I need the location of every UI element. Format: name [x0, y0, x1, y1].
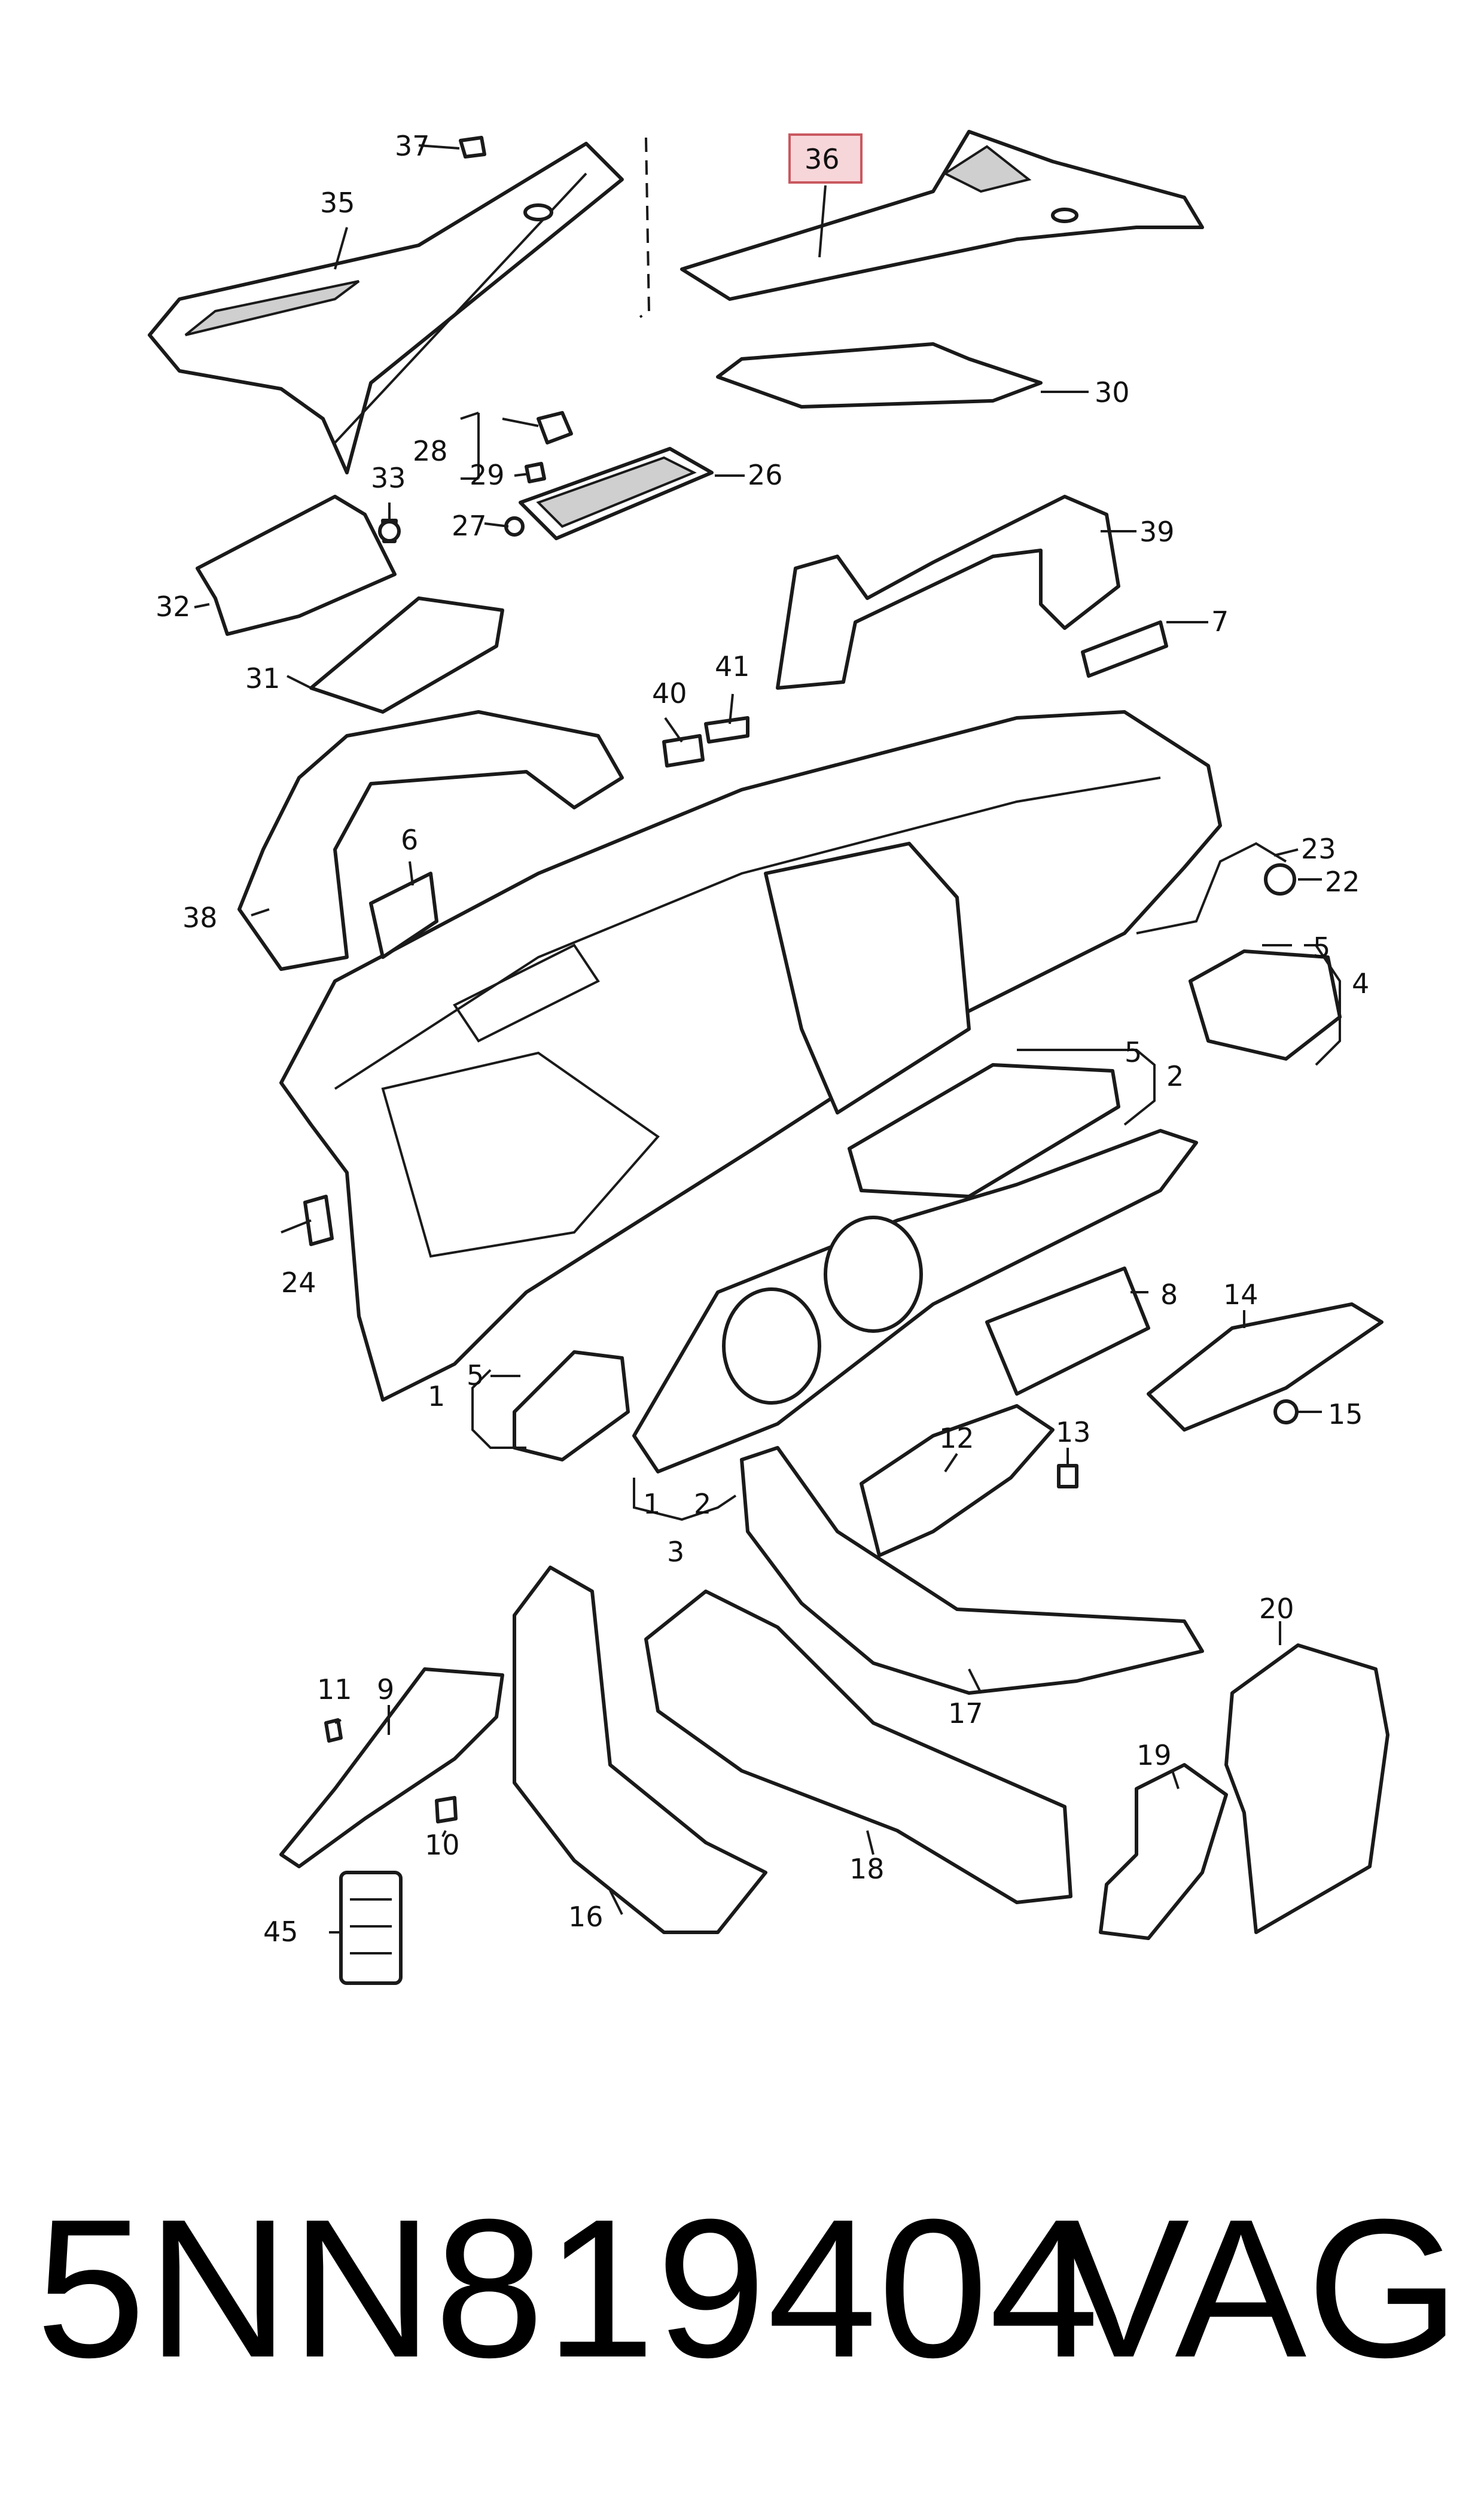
callout-23: 23: [1301, 833, 1336, 865]
part-13-screw: [1057, 1464, 1078, 1488]
callout-24: 24: [281, 1266, 316, 1299]
part-17-floor-duct: [740, 1446, 1204, 1695]
callout-5c: 5: [467, 1359, 484, 1392]
exploded-parts-diagram: 37 35 36 30 28 29 27 26 33 32 31 39 7 40…: [148, 130, 1389, 1985]
callout-5b: 5: [1125, 1036, 1142, 1068]
callout-9: 9: [377, 1673, 394, 1706]
part-45-grille: [339, 1871, 403, 1985]
callout-27: 27: [452, 510, 487, 542]
part-20-rear-console-trim: [1224, 1643, 1389, 1934]
part-number-text: 5NN819404: [36, 2178, 1101, 2398]
part-1-vent: [513, 1350, 630, 1462]
part-24-sensor: [281, 1195, 334, 1246]
callout-1b: 1: [643, 1488, 660, 1520]
part-11-clip: [324, 1718, 343, 1743]
callout-38: 38: [182, 902, 218, 934]
callout-29: 29: [470, 459, 505, 491]
part-2-vent: [848, 1063, 1120, 1198]
dashed-join-line: [639, 137, 651, 318]
callout-41: 41: [715, 650, 750, 683]
part-32-vent-housing: [196, 495, 397, 636]
part-18-floor-duct: [644, 1590, 1072, 1904]
callout-33: 33: [371, 462, 406, 494]
brand-text: VAG: [1058, 2178, 1460, 2398]
callout-3: 3: [667, 1536, 684, 1568]
callout-30: 30: [1095, 376, 1130, 409]
callout-11: 11: [317, 1673, 352, 1706]
callout-6: 6: [401, 824, 418, 856]
callout-16: 16: [568, 1901, 604, 1933]
part-41-clip: [704, 716, 749, 744]
callout-7: 7: [1211, 605, 1229, 638]
callout-10: 10: [425, 1829, 460, 1861]
callout-labels: 37 35 36 30 28 29 27 26 33 32 31 39 7 40…: [156, 130, 1369, 1948]
callout-36: 36: [805, 143, 840, 175]
callout-40: 40: [652, 677, 687, 710]
callout-14: 14: [1223, 1278, 1258, 1311]
callout-1a: 1: [428, 1380, 445, 1412]
dashboard-body: [279, 710, 1222, 1402]
part-31-vent-housing: [309, 596, 504, 714]
part-6-vent: [369, 872, 438, 959]
part-38-left-duct: [237, 710, 624, 971]
callout-19: 19: [1136, 1739, 1172, 1771]
part-9-duct: [279, 1667, 504, 1868]
callout-15: 15: [1328, 1398, 1363, 1430]
part-19-rear-duct: [1099, 1763, 1228, 1940]
highlight-box-36: [788, 133, 863, 184]
callout-12: 12: [939, 1422, 974, 1454]
part-39-right-duct: [776, 495, 1120, 690]
callout-2b: 2: [694, 1488, 711, 1520]
part-7-vent: [1081, 620, 1168, 678]
callout-8: 8: [1160, 1278, 1178, 1311]
callout-45: 45: [263, 1916, 298, 1948]
callout-22: 22: [1325, 866, 1360, 898]
part-10-screw: [435, 1796, 458, 1823]
part-30-cover: [716, 342, 1043, 409]
callout-37: 37: [395, 130, 430, 162]
part-15-nut: [1273, 1399, 1299, 1424]
part-23-hose: [1136, 842, 1296, 934]
part-33-screw: [378, 519, 401, 543]
callout-5a: 5: [1313, 931, 1330, 964]
callout-17: 17: [948, 1697, 983, 1730]
part-35-plenum-cover-left: [148, 142, 624, 474]
callout-39: 39: [1139, 516, 1175, 548]
callout-4: 4: [1352, 967, 1369, 1000]
leader-lines: [194, 144, 1341, 1934]
callout-35: 35: [320, 187, 355, 219]
part-37-clip: [459, 136, 486, 159]
callout-20: 20: [1259, 1593, 1294, 1625]
footer-banner: 5NN819404 VAG: [0, 2154, 1484, 2465]
callout-18: 18: [849, 1853, 885, 1885]
part-8-climate-panel: [985, 1266, 1150, 1396]
part-36-plenum-cover-right: [680, 130, 1204, 301]
part-14-bracket: [1147, 1302, 1384, 1432]
callout-28: 28: [413, 435, 448, 467]
callout-26: 26: [748, 459, 783, 491]
callout-31: 31: [245, 662, 281, 695]
part-3-cluster-trim: [632, 1129, 1198, 1473]
callout-2a: 2: [1166, 1060, 1184, 1092]
part-40-clip: [662, 734, 705, 768]
part-4-vent: [1189, 949, 1342, 1061]
callout-32: 32: [156, 590, 191, 623]
callout-13: 13: [1056, 1416, 1091, 1448]
part-16-floor-duct: [513, 1566, 767, 1934]
part-12-duct: [860, 1404, 1055, 1557]
part-26-grille-group: [504, 411, 714, 540]
